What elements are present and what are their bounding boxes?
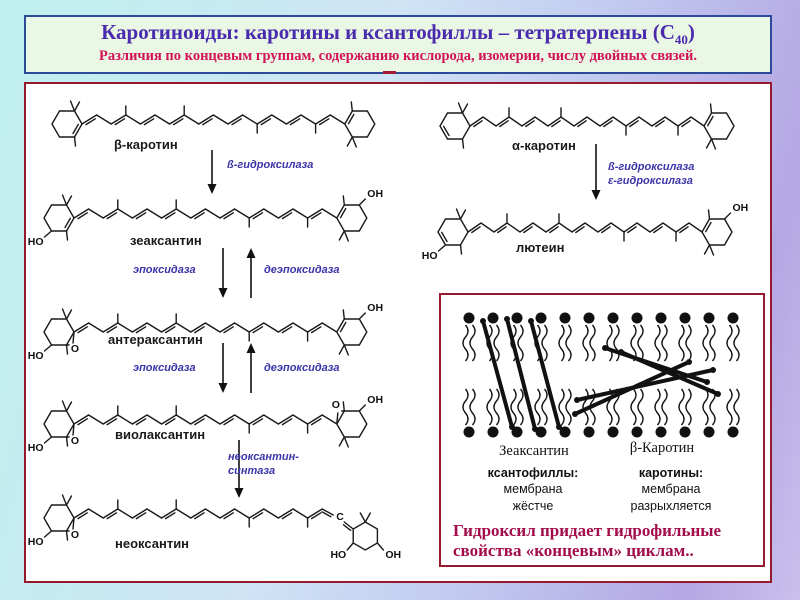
beta-carotene-structure xyxy=(51,100,376,148)
svg-text:OH: OH xyxy=(733,202,749,214)
carotenes-line1: мембрана xyxy=(641,482,701,497)
svg-text:HO: HO xyxy=(28,236,44,248)
svg-text:O: O xyxy=(71,529,79,541)
svg-text:HO: HO xyxy=(28,442,44,454)
neoxanthin-label: неоксантин xyxy=(115,536,190,551)
svg-text:HO: HO xyxy=(28,536,44,548)
svg-text:HO: HO xyxy=(28,350,44,362)
xanthophylls-heading: ксантофиллы: xyxy=(487,466,579,480)
arrow-up-icon xyxy=(246,343,256,393)
neoxanthin-structure: O HO C HO OH xyxy=(28,494,401,561)
arrow-up-icon xyxy=(246,248,256,298)
neoxanthin-synthase-label: неоксантин-синтаза xyxy=(228,451,299,478)
zeaxanthin-structure: HO OH xyxy=(28,188,383,248)
svg-text:OH: OH xyxy=(367,302,383,314)
svg-text:HO: HO xyxy=(330,549,346,561)
membrane-beta-carotene-label: β-Каротин xyxy=(629,440,695,456)
carotenes-properties: каротины: мембрана разрыхляется xyxy=(603,465,739,514)
header-box: Каротиноиды: каротины и ксантофиллы – те… xyxy=(24,15,772,74)
violaxanthin-structure: O HO O OH xyxy=(28,394,383,454)
membrane-zeaxanthin-label: Зеаксантин xyxy=(499,443,569,459)
xanthophylls-properties: ксантофиллы: мембрана жёстче xyxy=(465,465,601,514)
svg-text:C: C xyxy=(336,511,344,523)
xanthophylls-line1: мембрана xyxy=(503,482,563,497)
slide-subtitle: Различия по концевым группам, содержанию… xyxy=(99,47,697,64)
svg-text:O: O xyxy=(71,435,79,447)
svg-text:OH: OH xyxy=(367,394,383,406)
lutein-structure: HO OH xyxy=(422,202,749,262)
lutein-label: лютеин xyxy=(516,240,565,255)
conclusion-text: Гидроксил придает гидрофильные свойства … xyxy=(453,521,722,560)
epoxidase-label: эпоксидаза xyxy=(133,362,196,374)
zeaxanthin-label: зеаксантин xyxy=(130,233,202,248)
xanthophylls-line2: жёстче xyxy=(512,498,554,513)
alpha-carotene-structure xyxy=(439,102,735,150)
arrow-down-icon xyxy=(218,248,228,298)
content-box: β-каротин ß-гидроксилаза HO OH зеаксантин… xyxy=(24,82,772,583)
arrow-down-icon xyxy=(234,440,244,498)
hydroxylase-label: ß-гидроксилаза xyxy=(227,159,314,171)
epoxidase-label: эпоксидаза xyxy=(133,264,196,276)
svg-text:O: O xyxy=(71,343,79,355)
svg-text:O: O xyxy=(332,399,340,411)
deepoxidase-label: деэпоксидаза xyxy=(264,362,340,374)
carotenes-line2: разрыхляется xyxy=(630,498,712,513)
violaxanthin-label: виолаксантин xyxy=(115,427,206,442)
antheraxanthin-structure: O HO OH xyxy=(28,302,383,362)
deepoxidase-label: деэпоксидаза xyxy=(264,264,340,276)
arrow-down-icon xyxy=(591,144,601,200)
arrow-down-icon xyxy=(218,343,228,393)
membrane-bilayer-diagram xyxy=(462,312,740,438)
svg-text:HO: HO xyxy=(422,250,438,262)
alpha-carotene-label: α-каротин xyxy=(512,138,576,153)
antheraxanthin-label: антераксантин xyxy=(108,332,203,347)
arrow-down-icon xyxy=(207,150,217,194)
beta-carotene-label: β-каротин xyxy=(114,137,178,152)
underscore-mark xyxy=(383,71,396,74)
svg-text:OH: OH xyxy=(367,188,383,200)
membrane-panel: Зеаксантин β-Каротин ксантофиллы: мембра… xyxy=(439,293,765,567)
carotenes-heading: каротины: xyxy=(638,466,704,480)
svg-text:OH: OH xyxy=(385,549,401,561)
slide-title: Каротиноиды: каротины и ксантофиллы – те… xyxy=(101,20,695,48)
